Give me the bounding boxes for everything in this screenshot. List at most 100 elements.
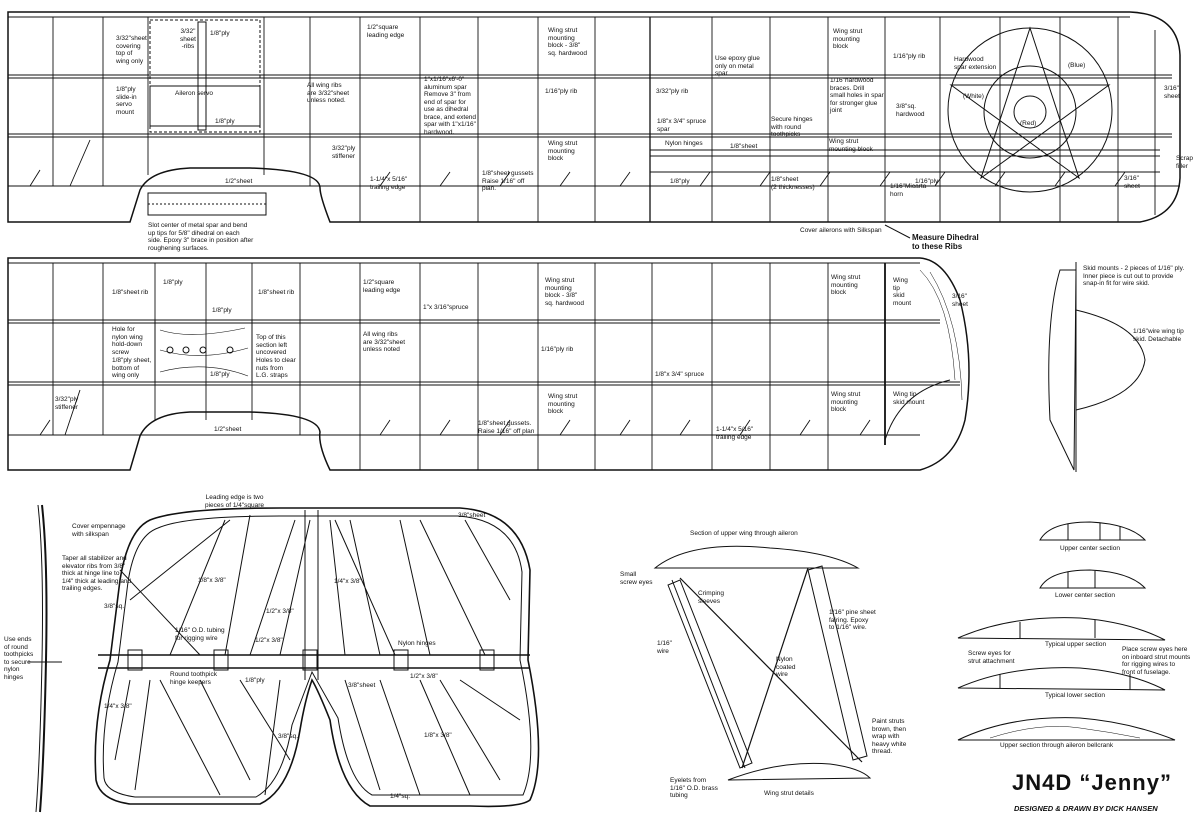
aileron-servo-bay [149, 19, 261, 133]
note-sheet-316-a: 3/16" sheet [1164, 85, 1180, 100]
insignia-red-label: (Red) [1020, 120, 1037, 127]
elevator-side-view [28, 504, 62, 813]
note-sheet-covering: 3/32"sheet covering top of wing only [116, 35, 147, 65]
dihedral-brace [147, 192, 267, 216]
note-ply-b: 1/8"ply [215, 118, 235, 125]
note-strut-wire: 1/16" wire [657, 640, 672, 655]
note-bellcrank: Upper section through aileron bellcrank [1000, 742, 1114, 749]
note-paint-struts: Paint struts brown, then wrap with heavy… [872, 718, 907, 755]
note-ply-c: 1/8"ply [670, 178, 690, 185]
note-x38-e: 1/2"x 3/8" [410, 673, 438, 680]
note-upper-center: Upper center section [1060, 545, 1120, 552]
note-taper-ribs: Taper all stabilizer and elevator ribs f… [62, 555, 132, 592]
note-strut-block-right: Wing strut mounting block [829, 138, 873, 153]
note-tubing: 1/16" O.D. tubing for rigging wire [175, 627, 225, 642]
note-sheet-38: 3/8"sheet [458, 512, 486, 519]
note-eyelets: Eyelets from 1/16" O.D. brass tubing [670, 777, 718, 799]
note-sheet-rib-l: 1/8"sheet rib [112, 289, 149, 296]
note-nylon-wire: Nylon coated wire [776, 656, 796, 678]
lower-wing-outline [7, 257, 970, 471]
note-ply-a: 1/8"ply [210, 30, 230, 37]
note-spruce-34: 1/8"x 3/4" spruce [655, 371, 705, 378]
note-square-le: 1/2"square leading edge [367, 24, 405, 39]
upper-wing-ribs [29, 17, 1156, 222]
note-slide-in-servo: 1/8"ply slide-in servo mount [116, 86, 137, 116]
note-epoxy-glue: Use epoxy glue only on metal spar [715, 55, 760, 77]
center-section-plywood [154, 319, 253, 383]
note-top-uncovered: Top of this section left uncovered [256, 334, 288, 356]
note-sheet-316-b: 3/16" sheet [1124, 175, 1140, 190]
note-x38-c: 1/2"x 3/8" [266, 608, 294, 615]
note-half-sheet-upper: 1/2"sheet [225, 178, 253, 185]
note-square-le-l: 1/2"square leading edge [363, 279, 401, 294]
note-ply-rib-b: 1/16"ply rib [893, 53, 926, 60]
note-slot-center: Slot center of metal spar and bend up ti… [148, 222, 254, 252]
note-sheet-18: 1/8"sheet [730, 143, 758, 150]
insignia-white-label: (White) [963, 93, 984, 100]
note-ply-rib: 1/16"ply rib [545, 88, 578, 95]
note-sheet-38-b: 3/8"sheet [348, 682, 376, 689]
note-ply-116: 1/16"ply [915, 178, 939, 185]
note-all-ribs: All wing ribs are 3/32"sheet unless note… [307, 82, 350, 104]
note-ply-a-l: 1/8"ply [163, 279, 183, 286]
plan-credit: DESIGNED & DRAWN BY DICK HANSEN [1014, 804, 1158, 813]
note-crimping: Crimping sleeves [698, 590, 725, 605]
note-micarta: 1/16"Micarta horn [890, 183, 927, 198]
note-ply-c-l: 1/8"ply [210, 371, 230, 378]
note-tip-skid-mount: Wing tip skid mount [893, 277, 912, 307]
note-x38-f: 1/4"x 3/8" [104, 703, 132, 710]
note-ply-sheet-bottom: 1/8"ply sheet, bottom of wing only [112, 357, 152, 379]
note-all-ribs-l: All wing ribs are 3/32"sheet unless note… [363, 331, 406, 353]
note-sq-38-b: 3/8"sq. [278, 733, 299, 740]
note-two-thicknesses: 1/8"sheet (2 thicknesses) [771, 176, 815, 191]
note-strut-block-tr: Wing strut mounting block [833, 28, 863, 50]
note-strut-block-d-l: Wing strut mounting block [831, 391, 861, 413]
note-strut-block-b-l: Wing strut mounting block [548, 393, 578, 415]
wing-tip-skid [1048, 262, 1146, 472]
note-ply-b-l: 1/8"ply [212, 307, 232, 314]
note-x38-g: 1/8"x 3/8" [424, 732, 452, 739]
note-le-two-pieces: Leading edge is two pieces of 1/4"square [205, 494, 265, 509]
stabilizer-outline [94, 507, 540, 808]
note-typical-upper: Typical upper section [1045, 641, 1107, 648]
strut-detail [653, 545, 872, 781]
note-ply-rib-332: 3/32"ply rib [656, 88, 689, 95]
note-ply-stiffener-l: 3/32"ply stiffener [55, 396, 79, 411]
note-alum-spar: 1"x1/16"x6'-0" aluminum spar Remove 3" f… [424, 76, 477, 136]
note-cover-empennage: Cover empennage with silkspan [72, 523, 126, 538]
airfoil-sections [957, 521, 1176, 741]
note-screw-eyes: Small screw eyes [620, 571, 653, 586]
note-sq-38: 3/8"sq. [104, 603, 125, 610]
note-use-ends: Use ends of round toothpicks to secure n… [4, 636, 34, 681]
note-secure-hinges: Secure hinges with round toothpicks [771, 116, 813, 138]
note-sq-14: 1/4"sq. [390, 793, 411, 800]
note-gussets-upper: 1/8"sheet gussets Raise 1/16" off plan. [482, 170, 534, 192]
note-place-screw-eyes: Place screw eyes here on inboard strut m… [1122, 646, 1191, 676]
note-sheet-ribs: 3/32" sheet -ribs [180, 28, 196, 50]
note-nylon-hinges-tail: Nylon hinges [398, 640, 436, 647]
note-strut-section: Section of upper wing through aileron [690, 530, 798, 537]
note-ply-tail: 1/8"ply [245, 677, 265, 684]
note-holes-nuts: Holes to clear nuts from L.G. straps [256, 357, 296, 379]
note-hardwood-ext: Hardwood spar extension [954, 56, 997, 71]
plan-title: JN4D “Jenny” [1012, 770, 1172, 795]
note-skid-mounts: Skid mounts - 2 pieces of 1/16" ply. Inn… [1083, 265, 1185, 287]
note-spruce-316: 1"x 3/16"spruce [423, 304, 469, 311]
note-ply-stiffener: 3/32"ply stiffener [332, 145, 356, 160]
measure-dihedral-note: Measure Dihedral to these Ribs [912, 233, 979, 251]
upper-wing-outline [7, 11, 1181, 223]
lower-wing-ribs [39, 263, 886, 470]
note-hinge-keepers: Round toothpick hinge keepers [170, 671, 217, 686]
note-cover-ailerons: Cover ailerons with Silkspan [800, 227, 882, 234]
note-tip-skid-mount-b: Wing tip skid mount [893, 391, 925, 406]
note-strut-block-mid: Wing strut mounting block [548, 140, 578, 162]
note-spruce-spar: 1/8"x 3/4" spruce spar [657, 118, 707, 133]
note-nylon-hinges: Nylon hinges [665, 140, 703, 147]
lower-wing-tip-sheet [919, 269, 963, 401]
note-strut-block-c-l: Wing strut mounting block [831, 274, 861, 296]
note-ply-rib-l: 1/16"ply rib [541, 346, 574, 353]
note-fairing: 1/16" pine sheet fairing. Epoxy to 1/16"… [829, 609, 876, 631]
note-strut-details: Wing strut details [764, 790, 814, 797]
note-strut-block-a-l: Wing strut mounting block - 3/8" sq. har… [545, 277, 585, 307]
